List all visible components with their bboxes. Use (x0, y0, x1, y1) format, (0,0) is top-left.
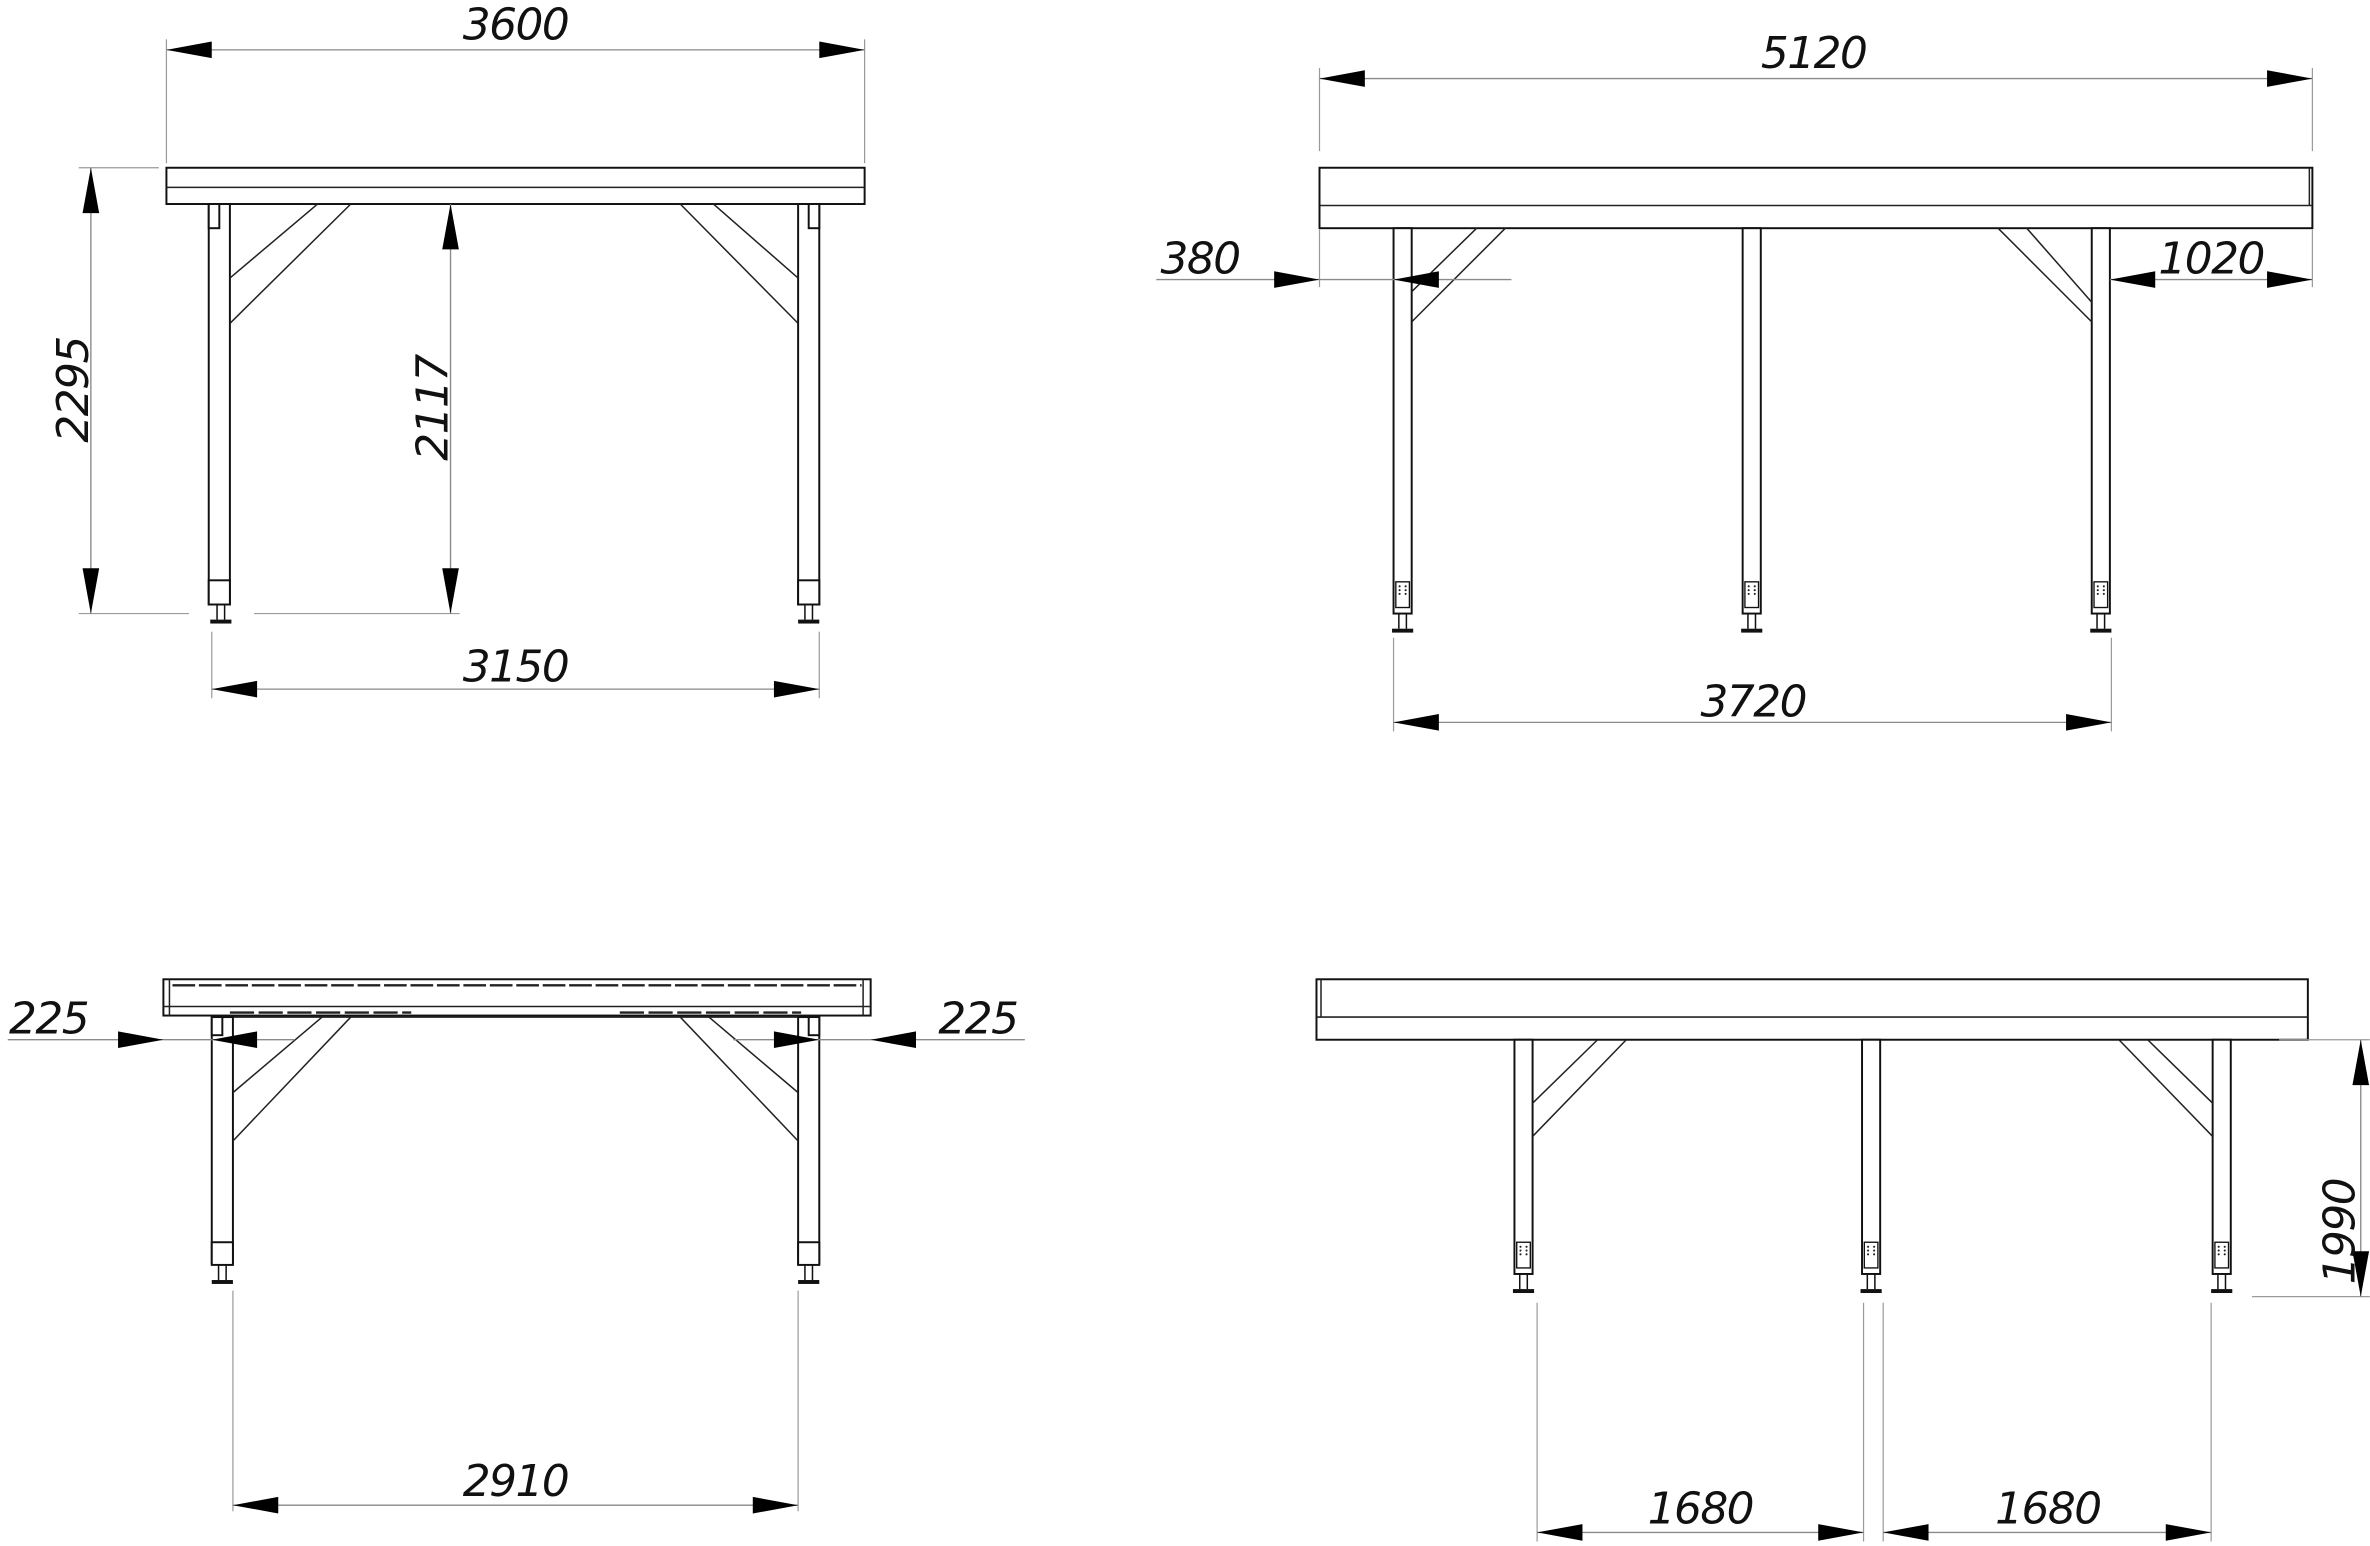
leg-left (210, 1016, 352, 1285)
dim-label: 3150 (463, 642, 568, 693)
dim-label: 1990 (2315, 1179, 2366, 1284)
dim-label: 2295 (48, 337, 99, 442)
dimension-1680-left: 1680 (1536, 1302, 1865, 1542)
dimension-3150: 3150 (211, 631, 820, 699)
view-bottom-left: 225 225 2910 (7, 978, 1025, 1514)
dimension-2910: 2910 (232, 1290, 799, 1514)
dim-label: 1680 (1995, 1483, 2100, 1534)
dimension-1680-right: 1680 (1882, 1302, 2212, 1542)
dim-label: 3600 (463, 0, 568, 50)
dim-label: 2910 (463, 1456, 568, 1507)
dimension-3720: 3720 (1392, 637, 2112, 732)
dimension-225-left: 225 (7, 994, 295, 1049)
dimension-1990: 1990 (2251, 1039, 2370, 1298)
dimension-2295: 2295 (48, 167, 190, 615)
dim-label: 1020 (2158, 234, 2263, 285)
table-top (1315, 978, 2309, 1041)
dim-label: 5120 (1761, 28, 1866, 79)
leg-1 (1391, 227, 1506, 634)
dimension-5120: 5120 (1318, 28, 2313, 152)
leg-2 (1740, 227, 1764, 634)
dim-label: 2117 (408, 354, 459, 461)
view-top-right: 5120 380 1020 3720 (1156, 28, 2314, 732)
view-bottom-right: 1990 1680 1680 (1315, 978, 2370, 1542)
dim-label: 1680 (1648, 1483, 1753, 1534)
dimension-3600: 3600 (165, 0, 866, 164)
dim-label: 225 (938, 994, 1017, 1045)
leg-2 (1859, 1038, 1883, 1294)
dimension-225-right: 225 (733, 994, 1025, 1049)
dimension-1020: 1020 (2109, 229, 2313, 288)
leg-1 (1512, 1038, 1627, 1294)
leg-3 (2118, 1038, 2234, 1294)
table-top (1318, 166, 2314, 230)
table-top (165, 166, 866, 205)
leg-right (679, 203, 821, 625)
dim-label: 380 (1161, 234, 1240, 285)
dim-label: 3720 (1700, 676, 1805, 727)
dimension-380: 380 (1156, 229, 1512, 288)
view-top-left: 3600 2295 2117 3150 (48, 0, 866, 699)
dim-label: 225 (9, 994, 88, 1045)
dimension-2117: 2117 (254, 204, 460, 615)
leg-left (207, 203, 352, 625)
leg-3 (1997, 227, 2113, 634)
leg-right (679, 1016, 821, 1285)
